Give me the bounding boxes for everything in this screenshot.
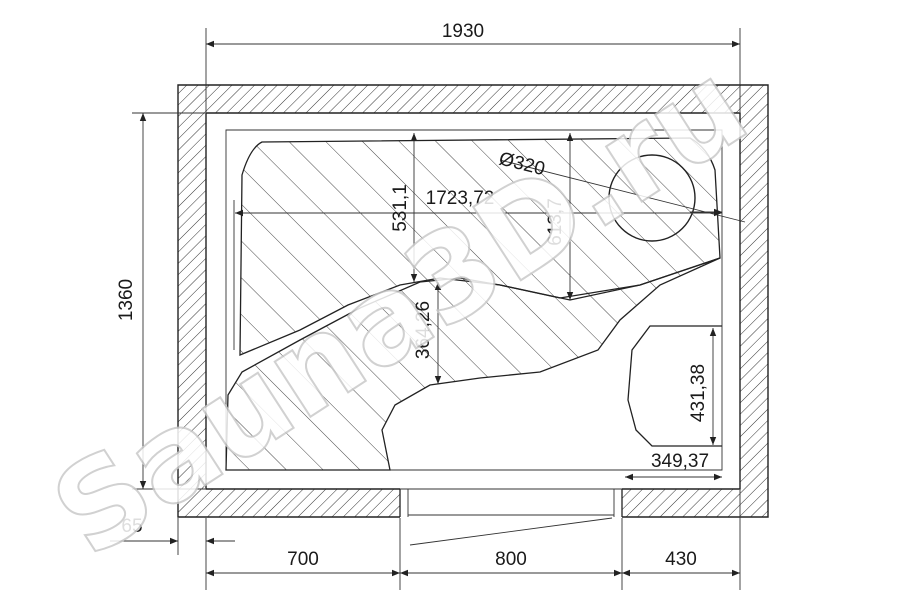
door-opening [400,488,622,518]
dim-inner-span: 1723,72 [426,188,495,209]
lower-bench [225,257,721,471]
dim-mid-depth: 364,26 [413,301,434,359]
inner-outline [225,129,723,471]
dim-overall-height: 1360 [116,279,137,321]
right-block [627,325,722,447]
dim-upper-left-depth: 531,1 [390,184,411,232]
dim-right-block-height: 431,38 [688,364,709,422]
pipe-circle [608,154,696,242]
dim-bottom-door: 800 [495,549,527,570]
dim-upper-right-depth: 613,7 [545,198,566,246]
outer-walls [177,84,769,518]
dim-overall-width: 1930 [442,21,484,42]
door-swing-line [409,517,613,546]
dim-bottom-right: 430 [665,549,697,570]
dim-wall: 65 [121,516,142,537]
dim-bottom-left: 700 [287,549,319,570]
dim-right-block-width: 349,37 [651,451,709,472]
